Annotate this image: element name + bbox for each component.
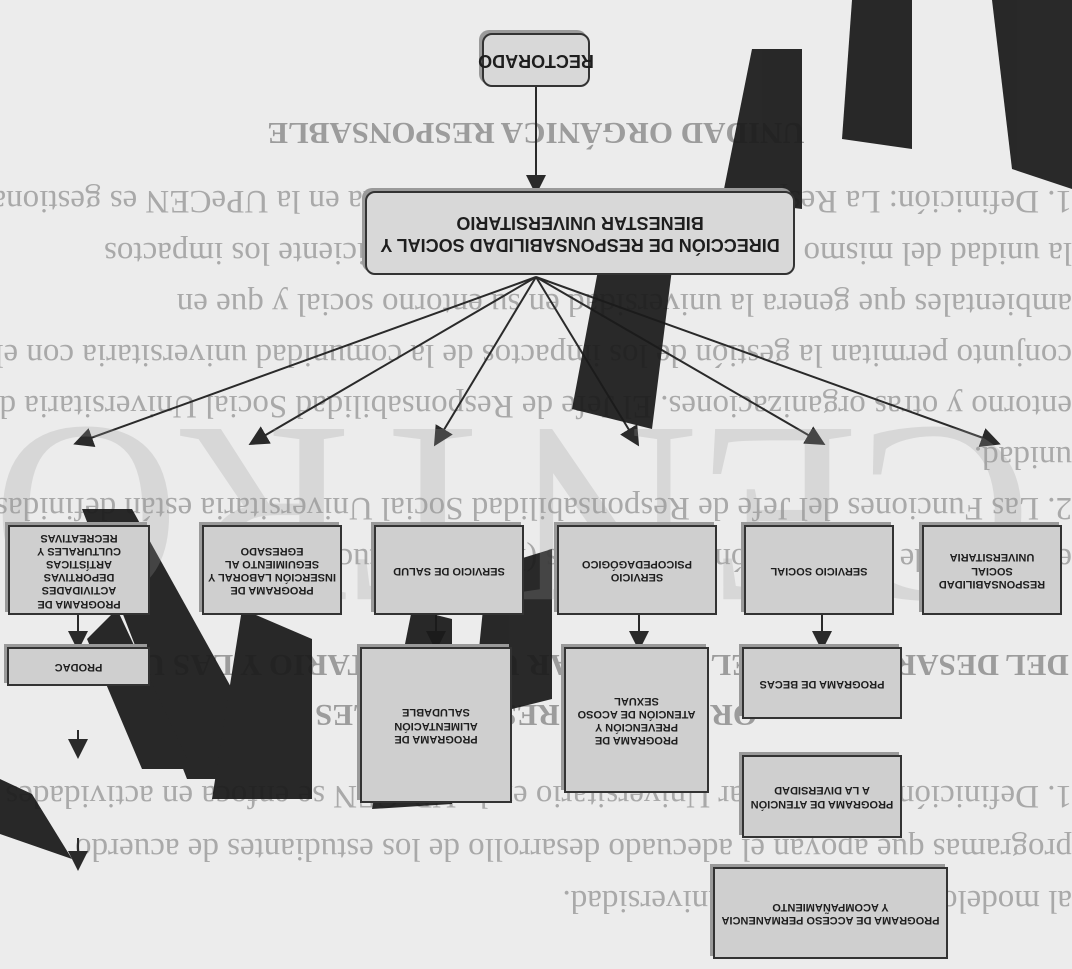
node-direccion: DIRECCIÓN DE RESPONSABILIDAD SOCIAL Y BI… [365, 191, 795, 275]
node-programa-becas: PROGRAMA DE BECAS [742, 647, 902, 719]
node-unit-insercion: PROGRAMA DE INSERCIÓN LABORAL Y SEGUIMIE… [202, 525, 342, 615]
node-programa-diversidad: PROGRAMA DE ATENCIÓN A LA DIVERSIDAD [742, 755, 902, 838]
watermark-text: CENTRO [0, 372, 1032, 660]
node-programa-acceso: PROGRAMA DE ACCESO PERMANENCIA Y ACOMPAÑ… [713, 867, 948, 959]
node-prodac: PRODAC [7, 647, 150, 686]
node-programa-acoso: PROGRAMA DE PREVENCIÓN Y ATENCIÓN DE ACO… [564, 647, 709, 793]
node-unit-psicopedagogico: SERVICIO PSICOPEDAGÓGICO [557, 525, 717, 615]
node-unit-salud: SERVICIO DE SALUD [374, 525, 524, 615]
node-unit-servicio-social: SERVICIO SOCIAL [744, 525, 894, 615]
node-rectorado: RECTORADO [478, 33, 594, 87]
node-unit-actividades: PROGRAMA DE ACTIVIDADES DEPORTIVAS ARTÍS… [8, 525, 150, 615]
node-programa-alimentacion: PROGRAMA DE ALIMENTACIÓN SALUDABLE [360, 647, 512, 803]
node-unit-rsu: RESPONSABILIDAD SOCIAL UNIVERSITARIA [922, 525, 1062, 615]
